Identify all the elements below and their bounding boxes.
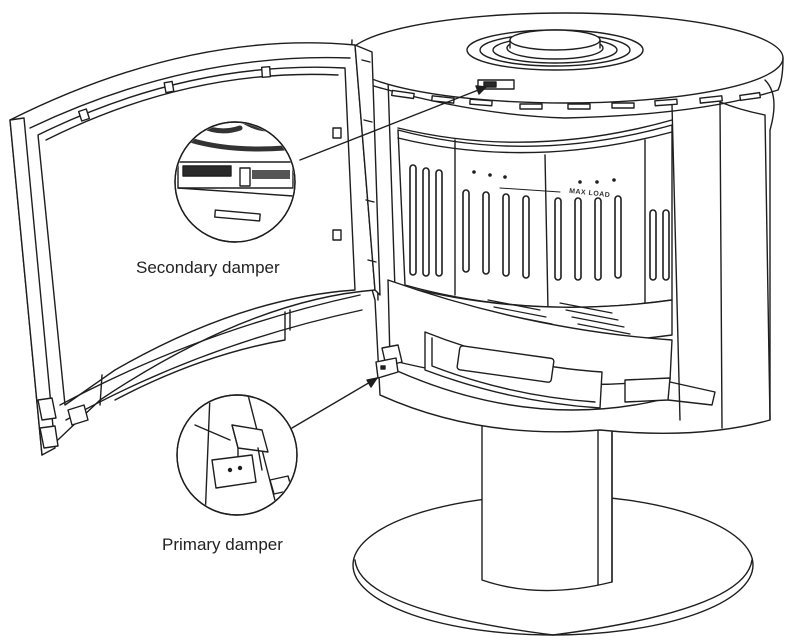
secondary-damper-callout <box>175 86 486 242</box>
secondary-damper-label: Secondary damper <box>136 258 280 277</box>
firebox-interior <box>388 120 715 410</box>
secondary-damper-arrow <box>300 87 486 160</box>
primary-damper-arrow <box>292 378 377 428</box>
primary-damper-label: Primary damper <box>162 535 283 554</box>
primary-damper-lever <box>376 345 402 378</box>
stove-door <box>10 43 380 455</box>
primary-damper-callout <box>177 378 377 520</box>
stove-top-plate <box>347 13 783 118</box>
stove-pedestal <box>482 410 612 591</box>
